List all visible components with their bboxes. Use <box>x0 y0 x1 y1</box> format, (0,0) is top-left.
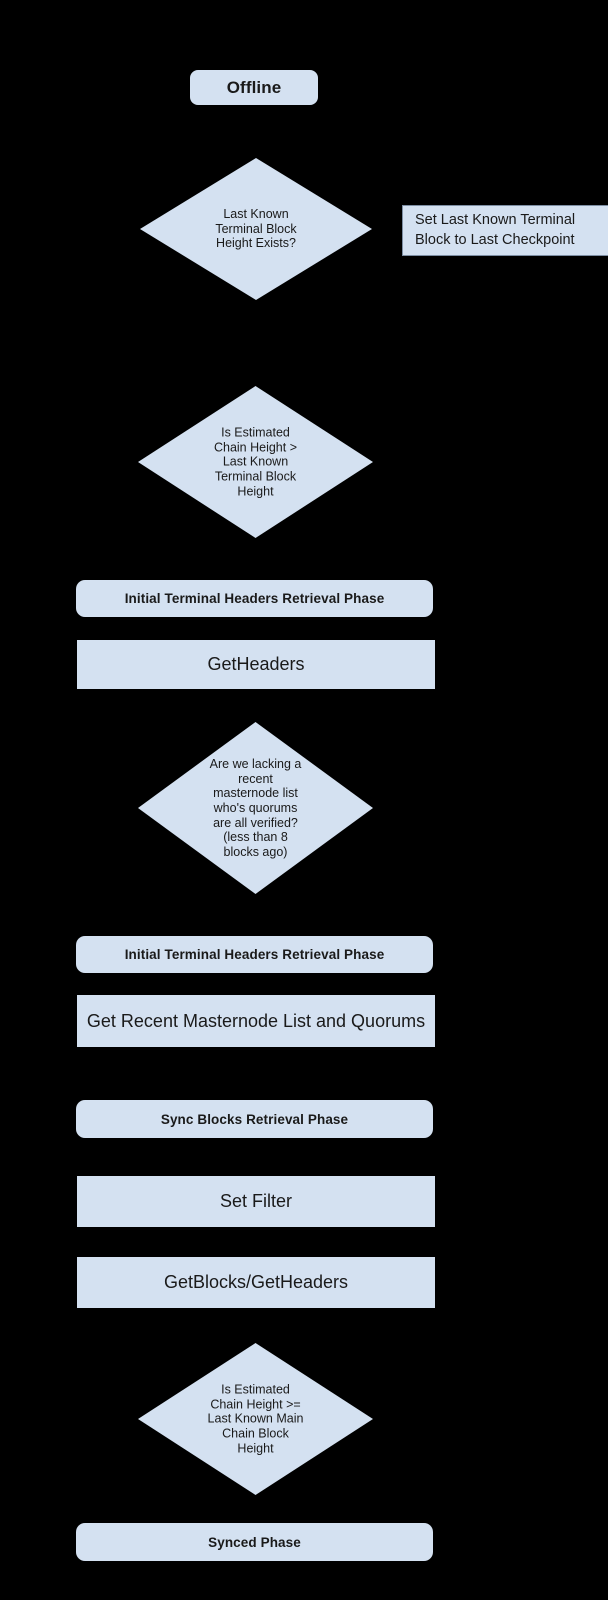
node-decision-masternode-list[interactable]: Are we lacking a recent masternode list … <box>138 722 373 894</box>
diamond-shape <box>138 722 373 894</box>
diamond-shape <box>138 1343 373 1495</box>
node-phase-synced[interactable]: Synced Phase <box>76 1523 433 1561</box>
node-phase-initial-terminal-headers-1[interactable]: Initial Terminal Headers Retrieval Phase <box>76 580 433 617</box>
arrowhead-d2 <box>248 378 260 386</box>
node-set-last-checkpoint-label: Set Last Known Terminal Block to Last Ch… <box>415 211 576 248</box>
node-offline[interactable]: Offline <box>190 70 318 105</box>
connector-setfilter-to-getblocks <box>253 1227 255 1253</box>
node-phase-synced-label: Synced Phase <box>208 1534 301 1550</box>
diamond-shape <box>140 158 372 300</box>
node-phase-initial-terminal-headers-2[interactable]: Initial Terminal Headers Retrieval Phase <box>76 936 433 973</box>
arrowhead-phase2 <box>248 928 260 936</box>
connector-phase1-to-getheaders <box>253 617 255 633</box>
node-set-filter[interactable]: Set Filter <box>77 1176 435 1227</box>
node-set-last-checkpoint[interactable]: Set Last Known Terminal Block to Last Ch… <box>402 205 608 256</box>
arrowhead-d1 <box>248 150 260 158</box>
node-get-blocks-get-headers-label: GetBlocks/GetHeaders <box>163 1272 349 1292</box>
diamond-shape <box>138 386 373 538</box>
node-phase-initial-terminal-headers-2-label: Initial Terminal Headers Retrieval Phase <box>124 947 385 962</box>
connector-start-to-d1 <box>253 104 255 150</box>
node-get-headers-label: GetHeaders <box>207 654 305 674</box>
node-get-recent-masternode-list-label: Get Recent Masternode List and Quorums <box>86 1010 426 1031</box>
arrowhead-phase1 <box>248 572 260 580</box>
node-set-filter-label: Set Filter <box>219 1191 293 1211</box>
node-get-blocks-get-headers[interactable]: GetBlocks/GetHeaders <box>77 1257 435 1308</box>
connector-getheaders-to-d3 <box>253 689 255 721</box>
connector-d2-to-phase1 <box>253 537 255 572</box>
connector-masternode-to-phase3 <box>253 1047 255 1092</box>
node-decision-terminal-height-exists[interactable]: Last Known Terminal Block Height Exists? <box>140 158 372 300</box>
arrowhead-phase3 <box>248 1092 260 1100</box>
connector-getblocks-to-d4 <box>253 1308 255 1341</box>
connector-d1-to-checkpoint <box>372 230 402 232</box>
arrowhead-synced <box>248 1515 260 1523</box>
node-phase-initial-terminal-headers-1-label: Initial Terminal Headers Retrieval Phase <box>124 591 385 606</box>
node-decision-estimated-gt-terminal[interactable]: Is Estimated Chain Height > Last Known T… <box>138 386 373 538</box>
node-offline-label: Offline <box>226 77 282 97</box>
connector-d3-to-phase2 <box>253 893 255 928</box>
connector-phase3-to-setfilter <box>253 1138 255 1172</box>
connector-d1-to-d2 <box>253 300 255 378</box>
node-decision-estimated-gte-main[interactable]: Is Estimated Chain Height >= Last Known … <box>138 1343 373 1495</box>
node-phase-sync-blocks[interactable]: Sync Blocks Retrieval Phase <box>76 1100 433 1138</box>
node-phase-sync-blocks-label: Sync Blocks Retrieval Phase <box>160 1111 349 1127</box>
connector-phase2-to-masternode <box>253 973 255 990</box>
node-get-headers[interactable]: GetHeaders <box>77 640 435 689</box>
node-get-recent-masternode-list[interactable]: Get Recent Masternode List and Quorums <box>77 995 435 1047</box>
connector-d4-to-synced <box>253 1495 255 1521</box>
